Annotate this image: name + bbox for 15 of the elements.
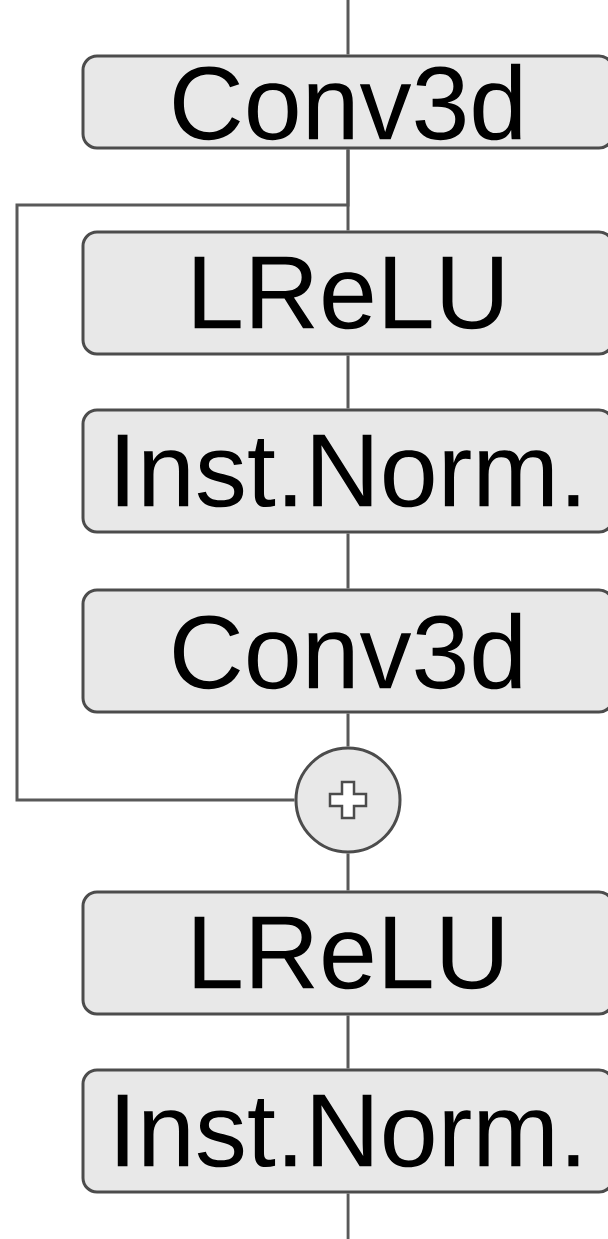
connector-line: [346, 355, 350, 409]
layer-box: Inst.Norm.: [81, 408, 608, 534]
layer-box: LReLU: [81, 890, 608, 1016]
layer-box: Inst.Norm.: [81, 1068, 608, 1194]
connector-line: [15, 149, 350, 802]
sum-node: [294, 746, 402, 854]
layer-box: Conv3d: [81, 54, 608, 150]
connector-line: [346, 0, 350, 55]
connector-line: [346, 1015, 350, 1069]
connector-line: [346, 853, 350, 891]
connector-line: [346, 1193, 350, 1239]
connector-line: [346, 533, 350, 589]
connector-line: [346, 713, 350, 747]
layer-box: Conv3d: [81, 588, 608, 714]
layer-box: LReLU: [81, 230, 608, 356]
